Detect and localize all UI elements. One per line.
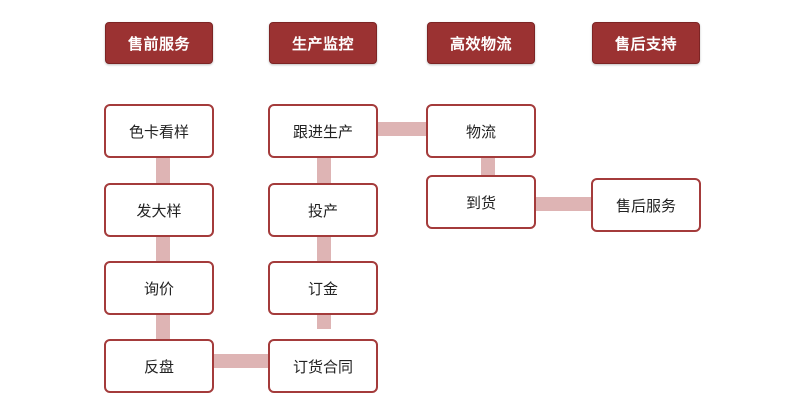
header-shouqianfuwu: 售前服务	[105, 22, 213, 64]
node-touchan: 投产	[268, 183, 378, 237]
connector-touchan-genjinshengchan	[317, 156, 331, 186]
header-gaoxiaowuliu: 高效物流	[427, 22, 535, 64]
connector-dingjin-touchan	[317, 235, 331, 264]
node-daohuo: 到货	[426, 175, 536, 229]
header-shengchanjiankong: 生产监控	[269, 22, 377, 64]
node-dingjin: 订金	[268, 261, 378, 315]
connector-wuliu-daohuo	[481, 156, 495, 178]
node-xunjia: 询价	[104, 261, 214, 315]
node-fanpan: 反盘	[104, 339, 214, 393]
connector-daohuo-shouhoufuwu	[534, 197, 594, 211]
node-dinghuohetong: 订货合同	[268, 339, 378, 393]
connector-fadayang-xunjia	[156, 235, 170, 264]
connector-genjinshengchan-wuliu	[376, 122, 429, 136]
node-genjinshengchan: 跟进生产	[268, 104, 378, 158]
connector-dinghuohetong-dingjin	[317, 313, 331, 329]
connector-sekakanyang-fadayang	[156, 156, 170, 186]
connector-xunjia-fanpan	[156, 313, 170, 342]
node-fadayang: 发大样	[104, 183, 214, 237]
node-sekakanyang: 色卡看样	[104, 104, 214, 158]
node-wuliu: 物流	[426, 104, 536, 158]
node-shouhoufuwu: 售后服务	[591, 178, 701, 232]
connector-fanpan-dinghuohetong	[212, 354, 270, 368]
header-shouhouzhichi: 售后支持	[592, 22, 700, 64]
